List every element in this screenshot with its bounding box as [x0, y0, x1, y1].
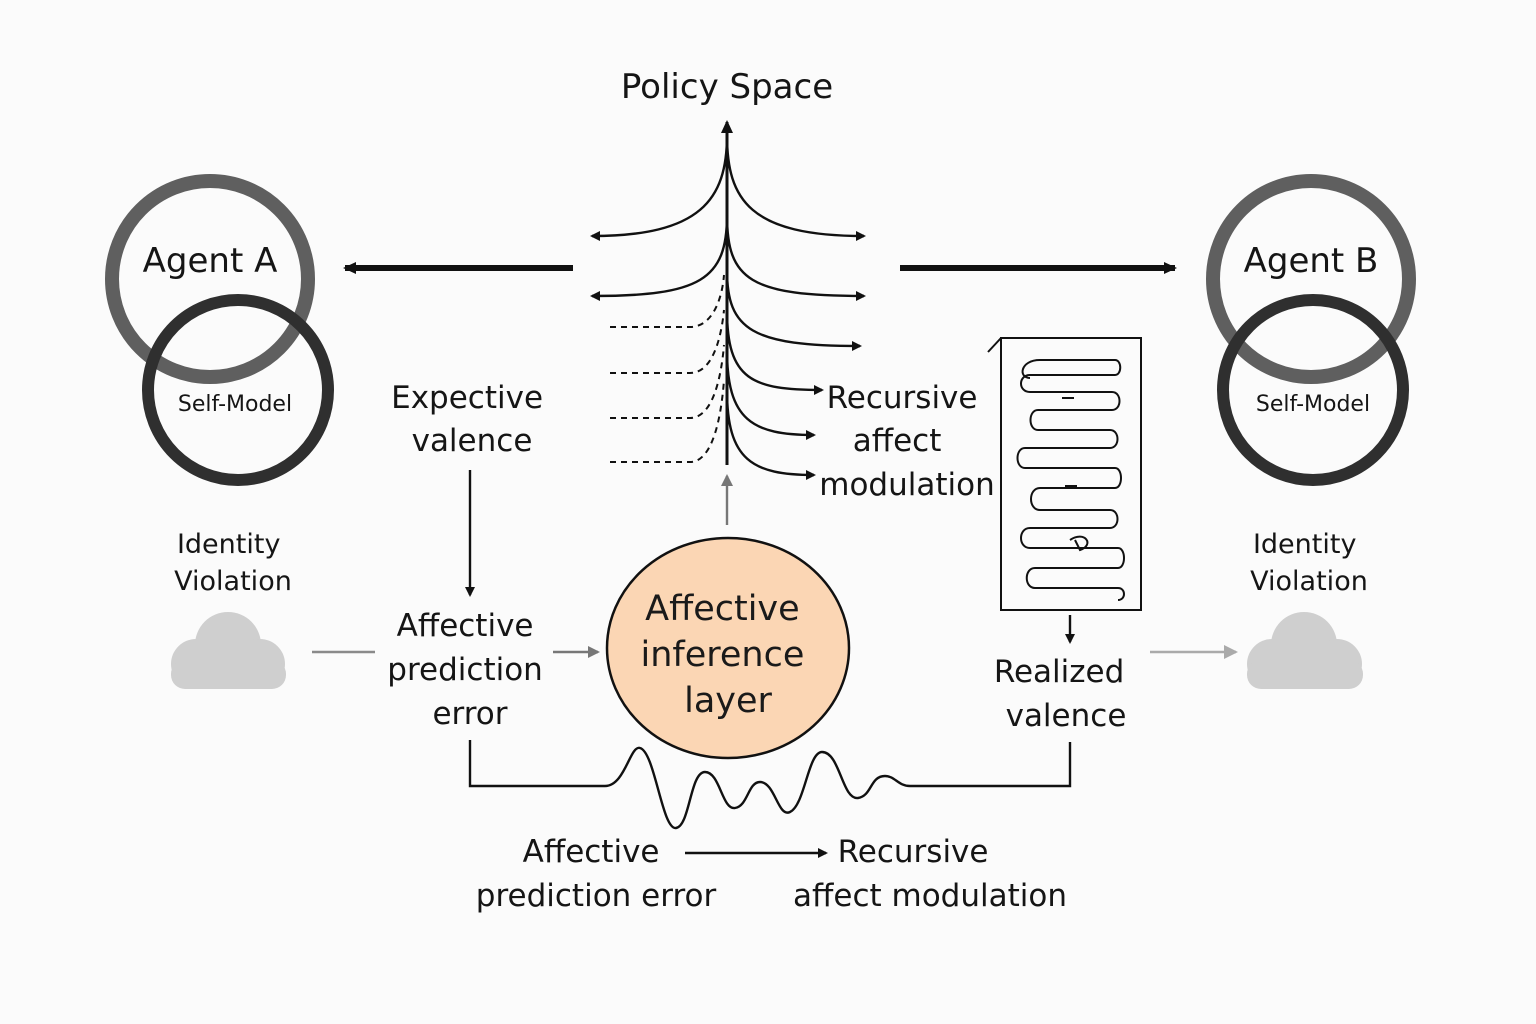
agent-a-label: Agent A: [143, 241, 278, 281]
identity-violation-b: Identity Violation: [1250, 529, 1368, 597]
expective-valence-label: Expective valence: [391, 380, 553, 459]
cloud-icon: [1247, 612, 1363, 689]
recursive-affect-modulation-label: Recursive affect modulation: [819, 380, 994, 503]
wave-connector: [468, 740, 1072, 830]
affective-inference-layer: Affective inference layer: [605, 536, 851, 760]
bottom-recursive-affect-modulation: Recursive affect modulation: [793, 834, 1067, 914]
bottom-affective-prediction-error: Affective prediction error: [476, 834, 717, 914]
cloud-icon: [171, 612, 286, 689]
svg-text:Affective inference: Affective inference layer: [640, 589, 815, 721]
agent-a-self-model: Self-Model: [178, 392, 292, 417]
realized-valence-label: Realized valence: [994, 654, 1134, 734]
policy-space-title: Policy Space: [621, 67, 833, 107]
agent-b-self-model: Self-Model: [1256, 392, 1370, 417]
affective-prediction-error-label: Affective prediction error: [387, 608, 552, 732]
agent-a: Agent A Self-Model: [105, 174, 334, 486]
agent-b-label: Agent B: [1244, 241, 1379, 281]
identity-violation-a: Identity Violation: [174, 529, 292, 597]
recursive-loop-box: [987, 337, 1142, 611]
policy-fan: [590, 120, 866, 480]
agent-b: Agent B Self-Model: [1206, 174, 1416, 486]
